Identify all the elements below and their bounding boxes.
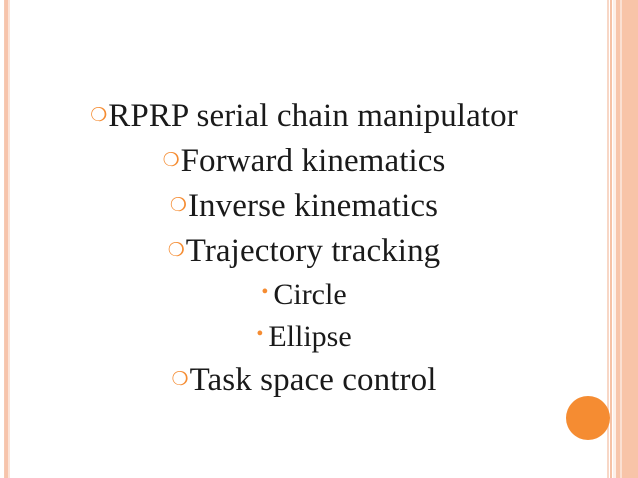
bullet-item: ❍Trajectory tracking <box>10 235 598 268</box>
bullet-item-label: Ellipse <box>268 320 352 353</box>
orange-circle-decoration <box>566 396 610 440</box>
bullet-item: ❍RPRP serial chain manipulator <box>10 100 598 133</box>
hollow-circle-bullet-icon: ❍ <box>167 240 185 261</box>
left-stripe-main <box>5 0 8 478</box>
bullet-item: ❍Inverse kinematics <box>10 190 598 223</box>
slide-bullet-list: ❍RPRP serial chain manipulator❍Forward k… <box>10 100 598 409</box>
bullet-item: •Circle <box>10 280 598 310</box>
hollow-circle-bullet-icon: ❍ <box>169 195 187 216</box>
hollow-circle-bullet-icon: ❍ <box>162 150 180 171</box>
filled-dot-bullet-icon: • <box>256 323 264 345</box>
hollow-circle-bullet-icon: ❍ <box>171 369 189 390</box>
bullet-item-label: Trajectory tracking <box>185 233 441 269</box>
bullet-item: ❍Task space control <box>10 364 598 397</box>
bullet-item-label: Task space control <box>189 362 437 398</box>
bullet-item-label: Inverse kinematics <box>187 188 439 224</box>
right-stripe-2 <box>610 0 612 478</box>
bullet-item-label: Circle <box>273 278 347 311</box>
bullet-item-label: Forward kinematics <box>180 143 446 179</box>
right-stripe-4 <box>616 0 620 478</box>
right-stripe-6 <box>622 0 638 478</box>
bullet-item-label: RPRP serial chain manipulator <box>108 98 518 134</box>
right-stripe-3 <box>613 0 616 478</box>
left-stripe-thin <box>4 0 5 478</box>
bullet-item: ❍Forward kinematics <box>10 145 598 178</box>
filled-dot-bullet-icon: • <box>261 281 269 303</box>
right-stripe-5 <box>620 0 622 478</box>
right-stripe-1 <box>607 0 609 478</box>
bullet-item: •Ellipse <box>10 322 598 352</box>
hollow-circle-bullet-icon: ❍ <box>90 105 108 126</box>
